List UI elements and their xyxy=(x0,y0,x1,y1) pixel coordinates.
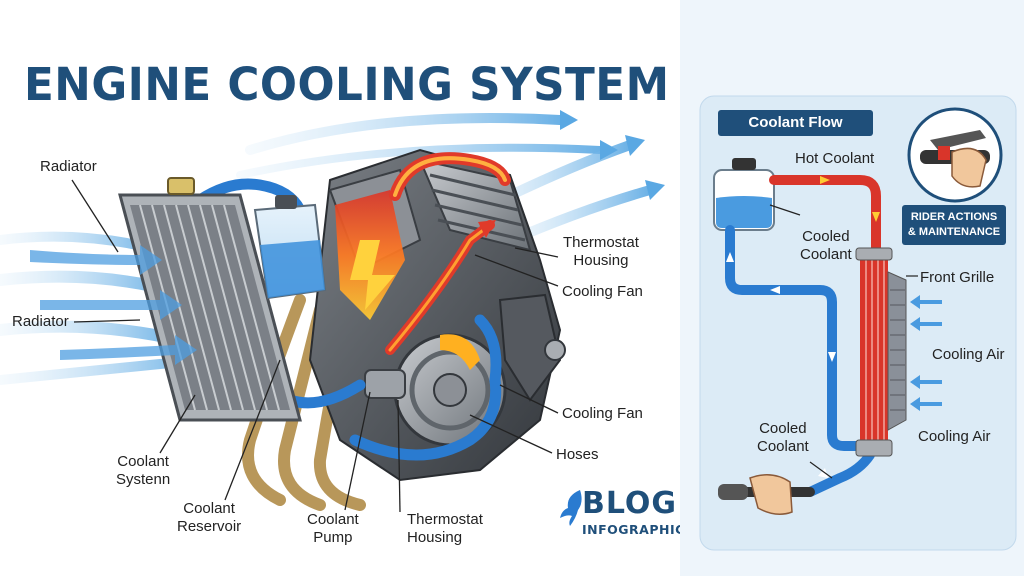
flow-label-cooling-air-1: Cooling Air xyxy=(932,346,1005,363)
label-radiator-top: Radiator xyxy=(40,158,97,175)
coolant-flow-heading: Coolant Flow xyxy=(718,110,873,136)
brand-bird-icon xyxy=(560,490,582,526)
flow-label-cooling-air-2: Cooling Air xyxy=(918,428,991,445)
rider-hand-icon xyxy=(907,107,1003,203)
flow-reservoir xyxy=(713,158,775,231)
brand-subtitle: INFOGRAPHIC xyxy=(582,522,685,537)
engine-illustration xyxy=(0,110,665,513)
coolant-flow-panel xyxy=(680,0,1024,576)
radiator-airflow xyxy=(30,245,197,365)
flow-radiator xyxy=(855,247,907,457)
handlebar-grip xyxy=(718,474,793,515)
label-cooling-fan-top: Cooling Fan xyxy=(562,283,643,300)
cooling-air-arrows xyxy=(910,295,942,411)
coolant-reservoir-tank xyxy=(253,195,327,300)
flow-arrows xyxy=(726,176,880,478)
page-title: ENGINE COOLING SYSTEM xyxy=(24,58,670,112)
label-radiator-mid: Radiator xyxy=(12,313,69,330)
label-coolant-pump: Coolant Pump xyxy=(307,511,359,546)
flow-label-cooled-coolant-top: Cooled Coolant xyxy=(800,228,852,263)
label-thermostat-bottom: Thermostat Housing xyxy=(407,511,483,546)
flow-label-front-grille: Front Grille xyxy=(920,269,995,286)
flow-label-cooled-coolant-bottom: Cooled Coolant xyxy=(757,420,809,455)
hot-hoses xyxy=(385,152,511,355)
engine-block xyxy=(308,148,566,482)
label-coolant-system: Coolant Systenn xyxy=(116,453,171,488)
radiator xyxy=(118,177,302,422)
label-coolant-reservoir: Coolant Reservoir xyxy=(177,500,242,535)
flow-leader-lines xyxy=(769,204,918,479)
brand-title: BLOG xyxy=(582,486,678,521)
label-hoses: Hoses xyxy=(556,446,599,463)
label-cooling-fan-bottom: Cooling Fan xyxy=(562,405,643,422)
leader-lines xyxy=(71,179,559,513)
label-thermostat-top: Thermostat Housing xyxy=(563,234,639,269)
flow-label-hot-coolant: Hot Coolant xyxy=(795,150,875,167)
rider-actions-badge: RIDER ACTIONS & MAINTENANCE xyxy=(902,205,1006,245)
